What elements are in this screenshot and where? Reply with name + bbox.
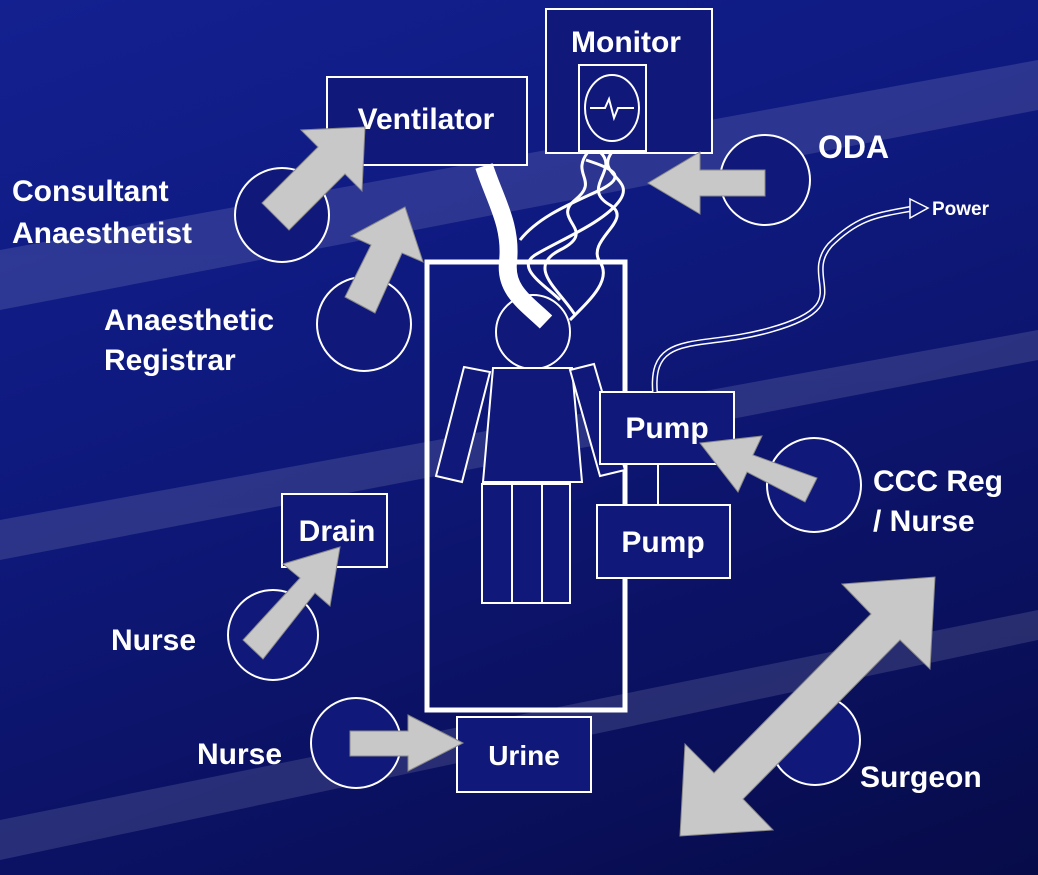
consultant-label-line2: Anaesthetist: [12, 217, 192, 250]
urine-label: Urine: [488, 740, 560, 771]
monitor-label: Monitor: [571, 26, 681, 59]
patient-right-leg: [512, 484, 542, 603]
registrar-label-line1: Anaesthetic: [104, 304, 274, 337]
patient-right-leg-2: [542, 484, 570, 603]
power-label: Power: [932, 199, 990, 220]
nurse-urine-label: Nurse: [197, 738, 282, 771]
nurse-drain-label: Nurse: [111, 624, 196, 657]
oda-label: ODA: [818, 129, 889, 165]
registrar-label-line2: Registrar: [104, 344, 236, 377]
pump-upper-label: Pump: [625, 412, 708, 445]
patient-left-leg: [482, 484, 512, 603]
patient-torso: [483, 368, 582, 482]
surgeon-label: Surgeon: [860, 761, 982, 794]
ventilator-label: Ventilator: [358, 103, 495, 136]
pump-lower-label: Pump: [621, 526, 704, 559]
monitor-box: Monitor: [546, 9, 712, 153]
consultant-label-line1: Consultant: [12, 175, 169, 208]
power-arrowhead-icon: [910, 199, 928, 218]
ccc-label-line2: / Nurse: [873, 505, 975, 538]
ccc-label-line1: CCC Reg: [873, 465, 1003, 498]
drain-label: Drain: [299, 515, 376, 548]
